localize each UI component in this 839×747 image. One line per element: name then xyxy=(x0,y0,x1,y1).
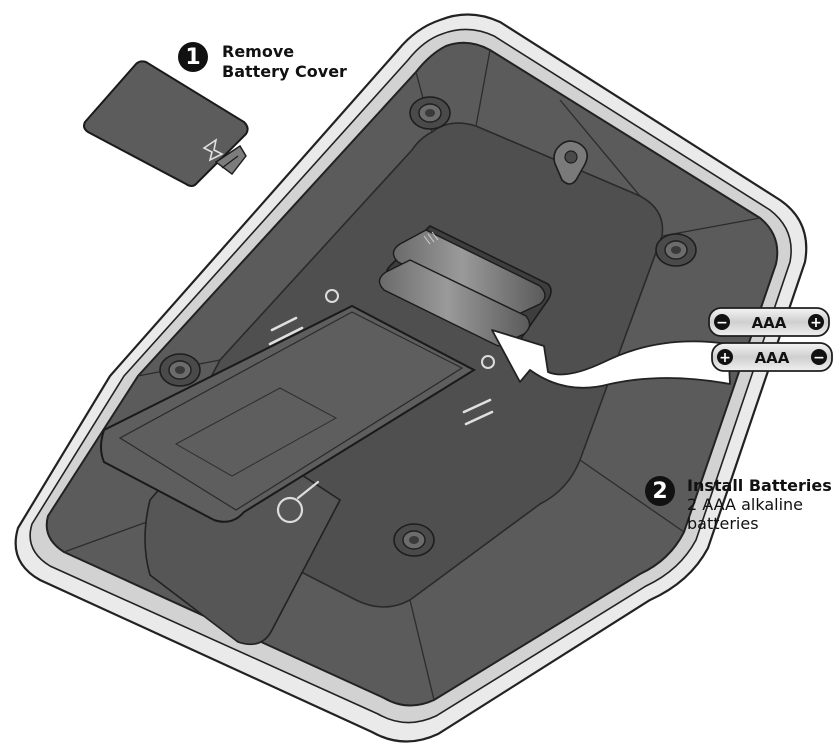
screw-bosses xyxy=(159,96,697,557)
battery-label: AAA xyxy=(752,314,787,332)
battery-compartment xyxy=(378,225,552,347)
step-2-title: Install Batteries xyxy=(687,476,832,495)
hole xyxy=(325,289,339,303)
kickstand xyxy=(100,304,477,646)
battery-terminal-plus: + xyxy=(719,350,731,366)
aaa-battery: + − AAA xyxy=(711,342,833,372)
step-1-callout: 1 Remove Battery Cover xyxy=(178,42,347,82)
battery-cover xyxy=(83,60,249,187)
aaa-battery: − + AAA xyxy=(708,307,830,337)
battery-terminal-minus: − xyxy=(716,315,728,331)
installed-battery xyxy=(378,259,531,347)
insertion-arrow xyxy=(491,329,731,389)
step-1-title-line2: Battery Cover xyxy=(222,62,347,81)
step-2-desc-line2: batteries xyxy=(687,514,759,533)
step-2-text: Install Batteries 2 AAA alkaline batteri… xyxy=(687,476,832,533)
screw-boss xyxy=(159,353,201,387)
battery-terminal-plus: + xyxy=(810,315,822,331)
step-1-badge: 1 xyxy=(178,42,208,72)
screw-boss xyxy=(409,96,451,130)
battery-terminal-minus: − xyxy=(813,350,825,366)
wall-hanger-slot xyxy=(553,140,588,185)
hole xyxy=(481,355,495,369)
screw-boss xyxy=(655,233,697,267)
battery-label: AAA xyxy=(755,349,790,367)
step-2-callout: 2 Install Batteries 2 AAA alkaline batte… xyxy=(645,476,832,533)
step-2-desc-line1: 2 AAA alkaline xyxy=(687,495,803,514)
step-2-badge: 2 xyxy=(645,476,675,506)
screw-boss xyxy=(393,523,435,557)
step-1-title-line1: Remove xyxy=(222,42,295,61)
step-1-text: Remove Battery Cover xyxy=(222,42,347,82)
